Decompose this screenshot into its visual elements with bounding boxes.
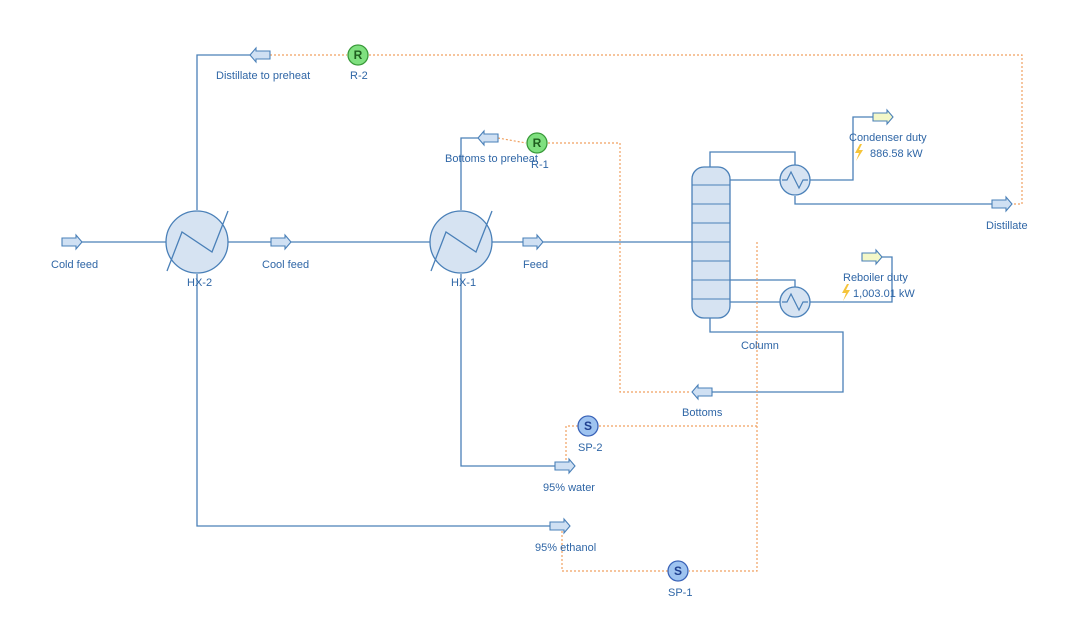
stream-distillate-line[interactable] <box>794 196 992 205</box>
lightning-icon <box>855 144 863 161</box>
energy-reboiler-line[interactable] <box>810 256 893 303</box>
label-hx1: HX-1 <box>451 277 476 289</box>
stream-reboiler-feed-line[interactable] <box>730 279 796 287</box>
arrow-reboiler-duty-icon[interactable] <box>861 248 883 266</box>
hx1-exchanger[interactable] <box>429 210 493 274</box>
signal-sp2-left[interactable] <box>565 425 578 464</box>
label-r1: R-1 <box>531 159 549 171</box>
spec-controller-sp2[interactable]: S <box>577 415 599 437</box>
label-sp1: SP-1 <box>668 587 692 599</box>
label-95-ethanol: 95% ethanol <box>535 542 596 554</box>
label-bottoms: Bottoms <box>682 407 723 419</box>
arrow-feed-icon[interactable] <box>522 233 544 251</box>
reboiler[interactable] <box>779 286 811 318</box>
label-condenser-duty: Condenser duty <box>849 132 927 144</box>
label-reboiler-duty: Reboiler duty <box>843 272 908 284</box>
value-condenser-duty: 886.58 kW <box>870 148 923 160</box>
sp1-letter: S <box>674 564 682 578</box>
recycle-controller-r1[interactable]: R <box>526 132 548 154</box>
reboiler-coil-icon <box>782 292 808 312</box>
label-sp2: SP-2 <box>578 442 602 454</box>
label-column: Column <box>741 340 779 352</box>
label-cold-feed: Cold feed <box>51 259 98 271</box>
arrow-water-icon[interactable] <box>554 457 576 475</box>
arrow-condenser-duty-icon[interactable] <box>872 108 894 126</box>
arrow-cold-feed-icon[interactable] <box>61 233 83 251</box>
arrow-ethanol-icon[interactable] <box>549 517 571 535</box>
label-feed: Feed <box>523 259 548 271</box>
sp2-letter: S <box>584 419 592 433</box>
lightning-icon <box>842 284 850 301</box>
stream-bottoms-to-preheat-line[interactable] <box>460 137 478 210</box>
signal-sp1-right[interactable] <box>689 426 758 572</box>
spec-controller-sp1[interactable]: S <box>667 560 689 582</box>
stream-overhead-vapor-line[interactable] <box>709 151 796 168</box>
hx2-exchanger[interactable] <box>165 210 229 274</box>
arrow-bottoms-icon[interactable] <box>691 383 713 401</box>
signal-sp1-left[interactable] <box>561 531 668 572</box>
arrow-distillate-to-preheat-icon[interactable] <box>249 46 271 64</box>
stream-ethanol-line[interactable] <box>196 274 550 527</box>
label-95-water: 95% water <box>543 482 595 494</box>
label-r2: R-2 <box>350 70 368 82</box>
label-distillate-to-preheat: Distillate to preheat <box>216 70 310 82</box>
column-trays-icon <box>692 184 730 300</box>
stream-distillate-to-preheat-line[interactable] <box>196 54 250 210</box>
r1-letter: R <box>533 136 542 150</box>
signal-r1-left[interactable] <box>497 137 527 144</box>
signal-sp2-right[interactable] <box>598 242 758 427</box>
distillation-column[interactable] <box>691 166 731 319</box>
stream-water-line[interactable] <box>460 274 555 467</box>
signal-lines <box>270 54 1023 572</box>
arrow-distillate-icon[interactable] <box>991 195 1013 213</box>
label-distillate: Distillate <box>986 220 1028 232</box>
hx2-zigzag-icon <box>166 210 229 272</box>
label-bottoms-to-preheat: Bottoms to preheat <box>445 153 538 165</box>
energy-condenser-line[interactable] <box>810 116 873 181</box>
stream-arrows <box>61 46 1013 535</box>
condenser[interactable] <box>779 164 811 196</box>
label-cool-feed: Cool feed <box>262 259 309 271</box>
arrow-cool-feed-icon[interactable] <box>270 233 292 251</box>
value-reboiler-duty: 1,003.01 kW <box>853 288 915 300</box>
labels: Cold feed Cool feed Feed Distillate to p… <box>51 70 1028 599</box>
recycle-controller-r2[interactable]: R <box>347 44 369 66</box>
r2-letter: R <box>354 48 363 62</box>
condenser-coil-icon <box>782 170 808 190</box>
arrow-bottoms-to-preheat-icon[interactable] <box>477 129 499 147</box>
hx1-zigzag-icon <box>430 210 493 272</box>
signal-r1-right[interactable] <box>548 142 690 393</box>
stream-bottoms-line[interactable] <box>709 318 844 393</box>
label-hx2: HX-2 <box>187 277 212 289</box>
